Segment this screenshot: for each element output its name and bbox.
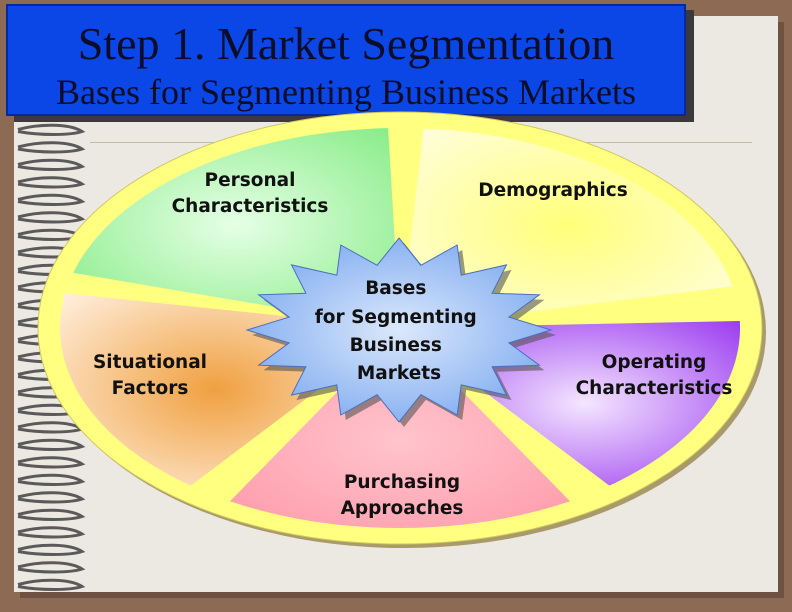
center-label-line-4: Markets [357, 363, 441, 384]
center-label-line-3: Business [350, 335, 442, 356]
center-label: Bases for Segmenting Business Markets [315, 278, 483, 384]
spiral-ring [17, 473, 86, 486]
title-subheading: Bases for Segmenting Business Markets [56, 72, 636, 112]
segment-label-line: Characteristics [576, 378, 733, 399]
spiral-ring [17, 193, 86, 206]
spiral-ring [17, 456, 86, 469]
center-label-line-1: Bases [365, 278, 426, 299]
spiral-ring [17, 141, 86, 154]
spiral-ring [17, 176, 86, 189]
center-label-line-2: for Segmenting [315, 307, 477, 328]
spiral-ring [17, 491, 86, 504]
spiral-ring [17, 508, 86, 521]
segment-label-line: Factors [112, 378, 189, 399]
segment-label-line: Personal [205, 170, 296, 191]
segment-label-line: Approaches [341, 498, 464, 519]
segment-label-line: Operating [602, 352, 707, 373]
segment-label-line: Demographics [478, 180, 627, 201]
spiral-ring [17, 123, 86, 136]
spiral-ring [17, 578, 86, 591]
spiral-ring [17, 438, 86, 451]
spiral-ring [17, 543, 86, 556]
spiral-ring [17, 561, 86, 574]
spiral-ring [17, 158, 86, 171]
segment-label-line: Characteristics [172, 196, 329, 217]
title-heading: Step 1. Market Segmentation [77, 18, 615, 69]
center-star [245, 237, 553, 423]
spiral-ring [17, 526, 86, 539]
segment-label-line: Situational [93, 352, 207, 373]
title-box: Step 1. Market Segmentation Bases for Se… [6, 4, 686, 116]
segment-label-line: Purchasing [344, 472, 460, 493]
spiral-ring [17, 211, 86, 224]
segment-label-2: Demographics [478, 180, 627, 201]
segment-wedge-4 [230, 352, 570, 528]
